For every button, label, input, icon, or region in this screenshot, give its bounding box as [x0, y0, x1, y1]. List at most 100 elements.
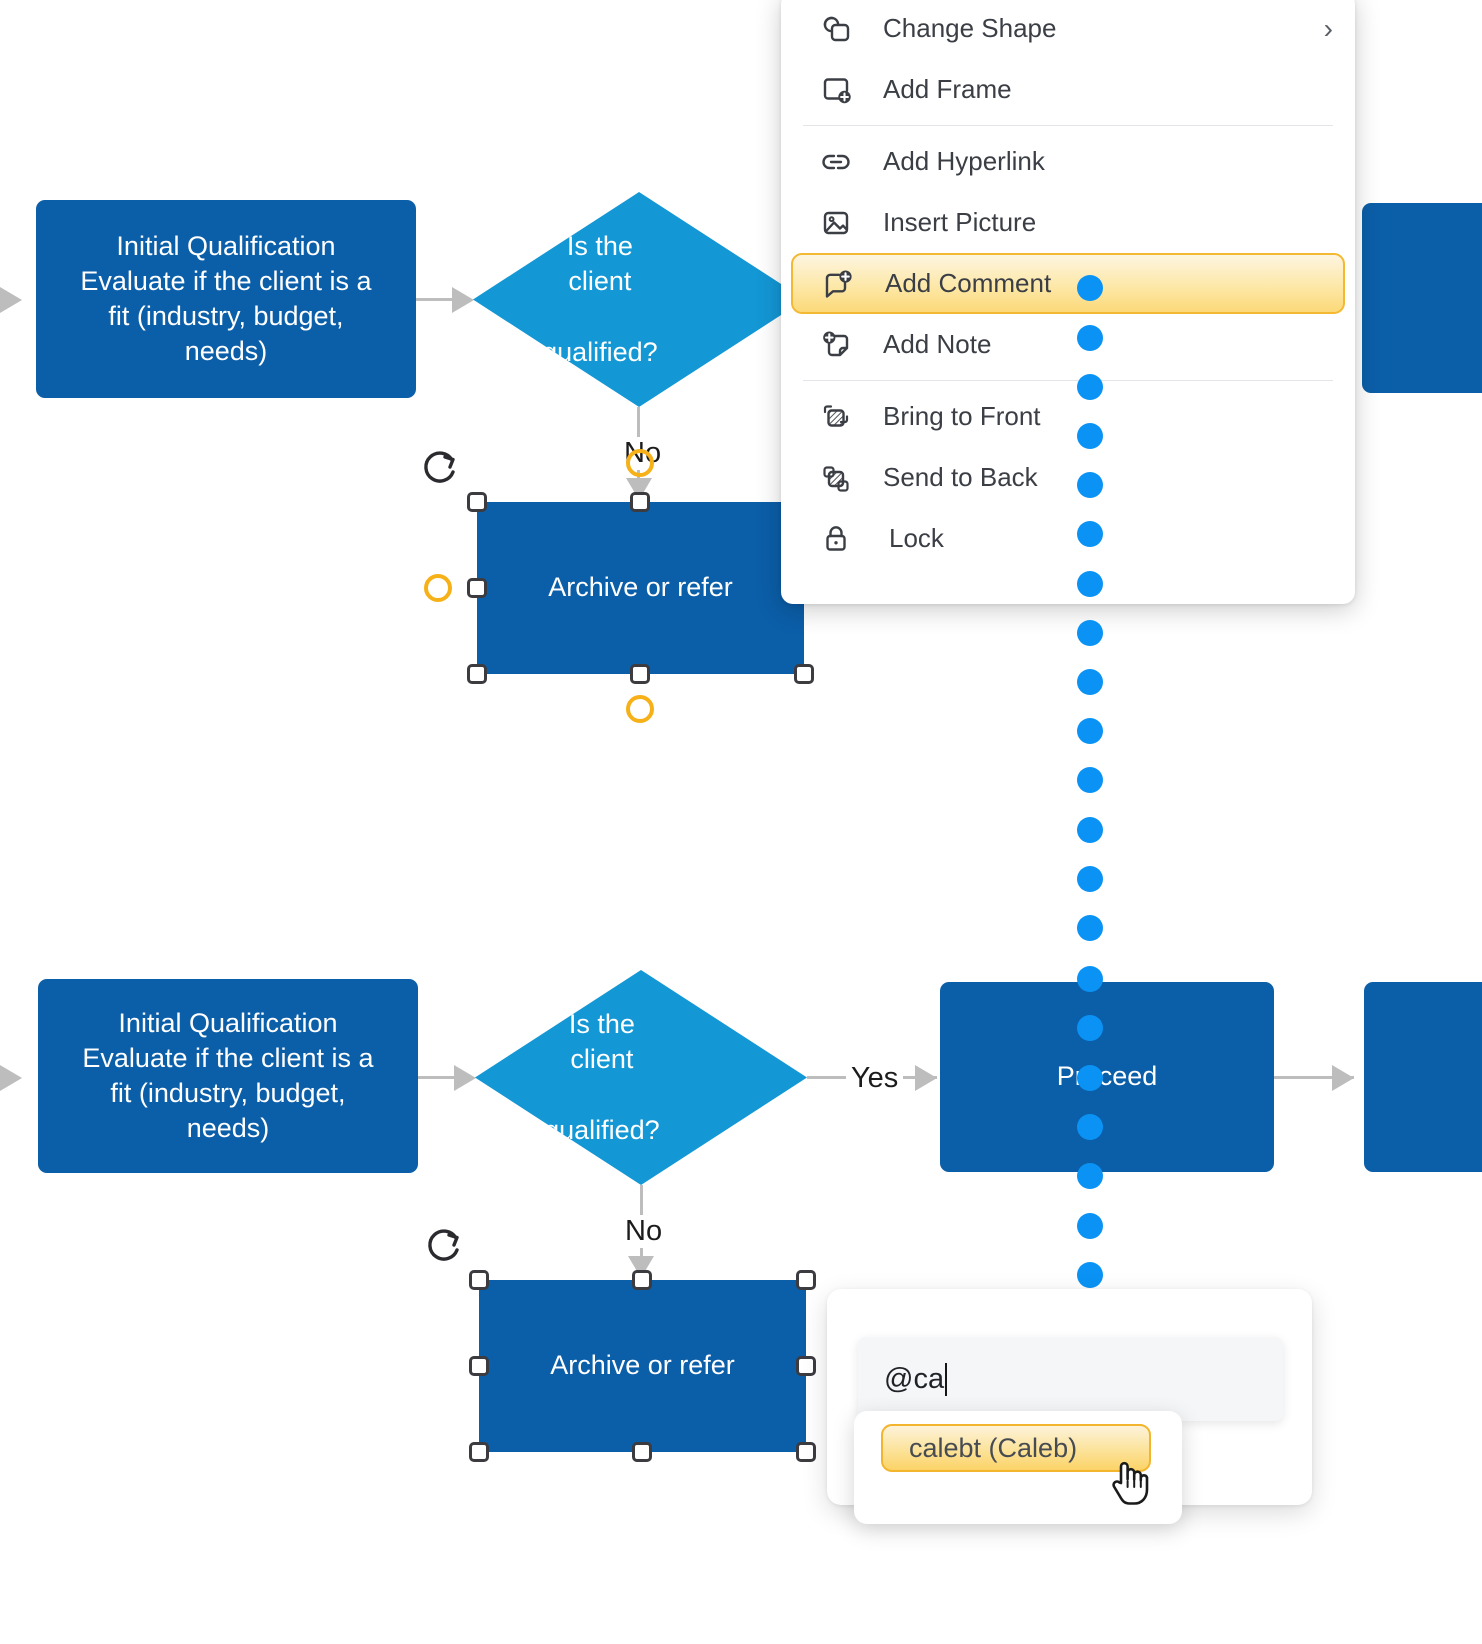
- rotate-handle-bottom[interactable]: [422, 1226, 464, 1268]
- insert-picture-icon: [815, 202, 857, 244]
- menu-item-label: Insert Picture: [883, 207, 1037, 237]
- shape-decision-qualified-bottom[interactable]: Is the client qualified?: [475, 970, 807, 1185]
- connection-anchor-bottom-top[interactable]: [626, 695, 654, 723]
- connector-line-in-top: [0, 298, 18, 301]
- shape-text-line: Evaluate if the client is a: [80, 265, 372, 296]
- shape-text-line: fit (industry, budget,: [108, 301, 344, 331]
- menu-item-send-to-back[interactable]: Send to Back: [781, 447, 1355, 508]
- connection-anchor-left-top[interactable]: [424, 574, 452, 602]
- resize-handle-n-bottom[interactable]: [632, 1270, 652, 1290]
- menu-item-lock[interactable]: Lock: [781, 508, 1355, 569]
- menu-item-change-shape[interactable]: Change Shape ›: [781, 0, 1355, 59]
- resize-handle-nw-top[interactable]: [467, 492, 487, 512]
- edge-label-no-bottom: No: [620, 1215, 668, 1248]
- menu-item-add-comment[interactable]: Add Comment: [791, 253, 1345, 314]
- shape-text-line: qualified?: [542, 336, 658, 367]
- connector-proceed-right: [1274, 1076, 1354, 1079]
- shape-next-step-top[interactable]: [1362, 203, 1482, 393]
- resize-handle-e-bottom[interactable]: [796, 1356, 816, 1376]
- connector-arrow-proceed: [915, 1065, 937, 1091]
- menu-item-label: Add Comment: [885, 268, 1052, 298]
- lock-icon: [815, 518, 857, 560]
- drag-trail-dot: [1077, 866, 1103, 892]
- resize-handle-w-top[interactable]: [467, 578, 487, 598]
- resize-handle-se-top[interactable]: [794, 664, 814, 684]
- drag-trail-dot: [1077, 767, 1103, 793]
- connector-line-in-bottom: [0, 1076, 18, 1079]
- resize-handle-se-bottom[interactable]: [796, 1442, 816, 1462]
- menu-item-bring-to-front[interactable]: Bring to Front: [781, 386, 1355, 447]
- menu-item-label: Send to Back: [883, 462, 1038, 492]
- shape-text-line: Archive or refer: [548, 572, 733, 603]
- menu-item-label: Add Note: [883, 329, 992, 359]
- drag-trail-dot: [1077, 1213, 1103, 1239]
- shape-decision-qualified-top[interactable]: Is the client qualified?: [473, 192, 805, 407]
- resize-handle-n-top[interactable]: [630, 492, 650, 512]
- hyperlink-icon: [815, 141, 857, 183]
- shape-text-line: Is the client: [566, 231, 633, 297]
- drag-trail-dot: [1077, 669, 1103, 695]
- drag-trail-dot: [1077, 817, 1103, 843]
- menu-item-label: Lock: [889, 523, 944, 553]
- drag-trail-dot: [1077, 571, 1103, 597]
- resize-handle-sw-top[interactable]: [467, 664, 487, 684]
- shape-initial-qualification-bottom[interactable]: Initial Qualification Evaluate if the cl…: [38, 979, 418, 1173]
- mention-suggestion-calebt[interactable]: calebt (Caleb): [881, 1424, 1151, 1472]
- shape-text-line: Initial Qualification: [116, 230, 336, 261]
- mention-suggestion-label: calebt (Caleb): [909, 1432, 1078, 1463]
- drag-trail-dot: [1077, 966, 1103, 992]
- rotate-handle-top[interactable]: [418, 448, 460, 490]
- drag-trail-dot: [1077, 620, 1103, 646]
- shape-proceed[interactable]: Proceed: [940, 982, 1274, 1172]
- menu-item-label: Change Shape: [883, 13, 1057, 43]
- menu-item-add-frame[interactable]: Add Frame: [781, 59, 1355, 120]
- hand-pointer-cursor: [1108, 1455, 1152, 1507]
- drag-trail-dot: [1077, 423, 1103, 449]
- menu-item-label: Bring to Front: [883, 401, 1041, 431]
- shape-text-line: Is the client: [568, 1009, 635, 1075]
- connector-proc-to-decision-top: [416, 298, 466, 301]
- change-shape-icon: [815, 8, 857, 50]
- resize-handle-nw-bottom[interactable]: [469, 1270, 489, 1290]
- comment-mention-input[interactable]: @ca: [858, 1337, 1283, 1421]
- drag-trail-dot: [1077, 915, 1103, 941]
- resize-handle-ne-bottom[interactable]: [796, 1270, 816, 1290]
- drag-trail-dot: [1077, 1163, 1103, 1189]
- shape-text-line: Proceed: [1056, 1061, 1158, 1092]
- chevron-right-icon: ›: [1323, 12, 1333, 44]
- menu-item-label: Add Hyperlink: [883, 146, 1045, 176]
- connection-anchor-top-top[interactable]: [626, 449, 654, 477]
- shape-archive-or-refer-top[interactable]: Archive or refer: [477, 502, 804, 674]
- drag-trail-dot: [1077, 718, 1103, 744]
- drag-trail-dot: [1077, 275, 1103, 301]
- drag-trail-dot: [1077, 1015, 1103, 1041]
- comment-input-value: @ca: [884, 1362, 945, 1395]
- connector-proc-to-decision-bottom: [418, 1076, 468, 1079]
- shape-text-line: needs): [186, 1113, 270, 1144]
- resize-handle-s-bottom[interactable]: [632, 1442, 652, 1462]
- drag-trail-dot: [1077, 521, 1103, 547]
- shape-text-line: Evaluate if the client is a: [82, 1042, 374, 1073]
- shape-text-line: Initial Qualification: [118, 1007, 338, 1038]
- menu-item-insert-picture[interactable]: Insert Picture: [781, 192, 1355, 253]
- shape-initial-qualification-top[interactable]: Initial Qualification Evaluate if the cl…: [36, 200, 416, 398]
- drag-trail-dot: [1077, 374, 1103, 400]
- menu-item-label: Add Frame: [883, 74, 1012, 104]
- resize-handle-s-top[interactable]: [630, 664, 650, 684]
- resize-handle-w-bottom[interactable]: [469, 1356, 489, 1376]
- menu-separator: [803, 380, 1333, 381]
- connector-arrow-decision-top: [452, 287, 474, 313]
- shape-archive-or-refer-bottom[interactable]: Archive or refer: [479, 1280, 806, 1452]
- shape-next-step-bottom[interactable]: [1364, 982, 1482, 1172]
- add-comment-icon: [817, 263, 859, 305]
- resize-handle-sw-bottom[interactable]: [469, 1442, 489, 1462]
- text-caret: [945, 1362, 948, 1396]
- menu-item-add-hyperlink[interactable]: Add Hyperlink: [781, 131, 1355, 192]
- menu-item-add-note[interactable]: Add Note: [781, 314, 1355, 375]
- shape-text-line: qualified?: [544, 1114, 660, 1145]
- context-menu[interactable]: Change Shape › Add Frame: [781, 0, 1355, 604]
- add-frame-icon: [815, 69, 857, 111]
- drag-trail-dot: [1077, 1065, 1103, 1091]
- drag-trail-dot: [1077, 325, 1103, 351]
